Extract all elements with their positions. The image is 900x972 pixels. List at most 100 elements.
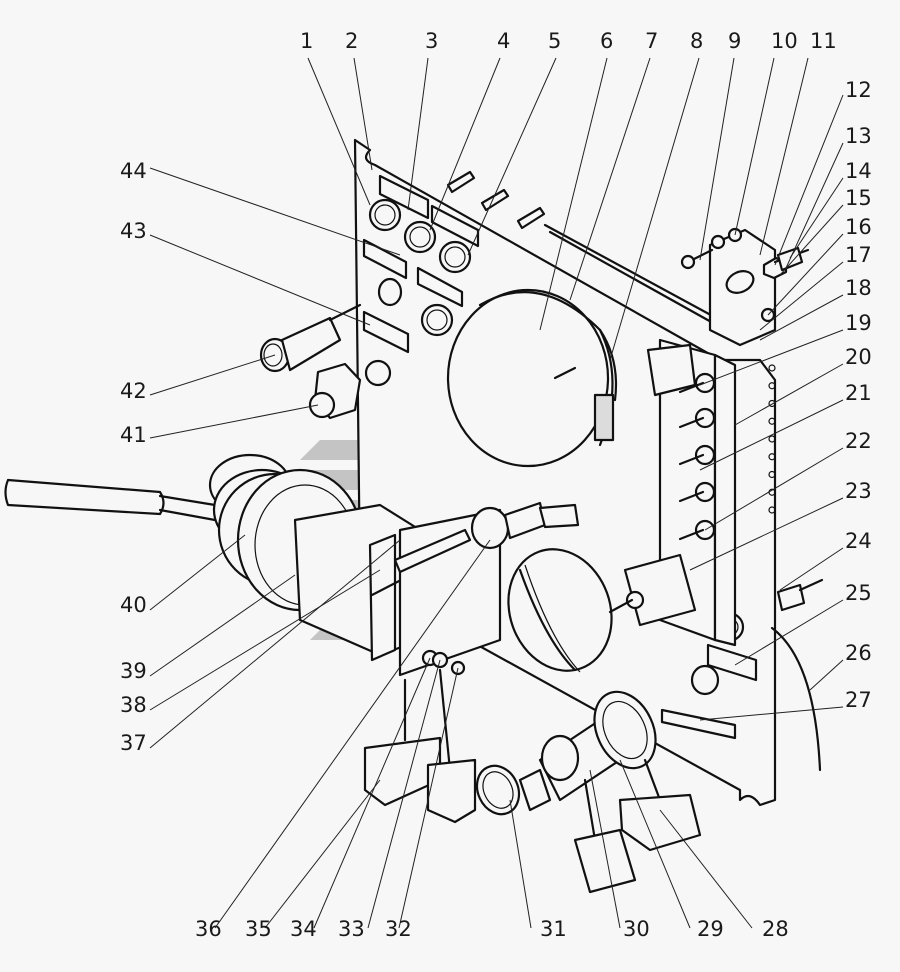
callout-number-22: 22 bbox=[845, 429, 872, 453]
callout-number-31: 31 bbox=[540, 917, 567, 941]
leader-line-42 bbox=[149, 354, 276, 396]
leader-line-25 bbox=[734, 599, 844, 666]
leader-line-6 bbox=[539, 57, 608, 331]
connector-wire bbox=[770, 578, 824, 772]
callout-number-6: 6 bbox=[600, 29, 613, 53]
leader-line-34 bbox=[313, 657, 431, 929]
leader-line-17 bbox=[759, 261, 844, 331]
callout-number-3: 3 bbox=[425, 29, 438, 53]
toggle-switch-4 bbox=[694, 481, 716, 503]
callout-number-36: 36 bbox=[195, 917, 222, 941]
leader-line-18 bbox=[759, 294, 844, 341]
leader-line-35 bbox=[264, 779, 381, 929]
callout-number-13: 13 bbox=[845, 124, 872, 148]
leader-line-8 bbox=[609, 57, 700, 361]
callout-number-28: 28 bbox=[762, 917, 789, 941]
leader-line-12 bbox=[774, 94, 844, 266]
callout-number-18: 18 bbox=[845, 276, 872, 300]
lens bbox=[507, 548, 613, 673]
central-rod bbox=[393, 501, 580, 677]
leader-line-11 bbox=[759, 57, 809, 256]
terminal-pin bbox=[768, 399, 776, 408]
callout-number-43: 43 bbox=[120, 219, 147, 243]
callout-number-1: 1 bbox=[300, 29, 313, 53]
callout-number-27: 27 bbox=[845, 688, 872, 712]
leader-line-3 bbox=[407, 57, 429, 211]
callout-number-37: 37 bbox=[120, 731, 147, 755]
toggle-stem-4 bbox=[678, 490, 705, 503]
leader-line-29 bbox=[619, 759, 691, 929]
leader-line-27 bbox=[699, 706, 844, 721]
callout-number-42: 42 bbox=[120, 379, 147, 403]
leader-line-32 bbox=[398, 667, 459, 929]
leader-line-15 bbox=[779, 204, 844, 276]
terminal-pin bbox=[768, 382, 776, 390]
callout-number-11: 11 bbox=[810, 29, 837, 53]
callout-number-40: 40 bbox=[120, 593, 147, 617]
callout-number-20: 20 bbox=[845, 345, 872, 369]
callout-number-14: 14 bbox=[845, 159, 872, 183]
callout-number-34: 34 bbox=[290, 917, 317, 941]
leader-line-21 bbox=[699, 399, 844, 471]
leader-line-19 bbox=[699, 329, 844, 386]
top-bracket bbox=[680, 227, 810, 347]
leader-line-24 bbox=[779, 547, 844, 591]
callout-number-39: 39 bbox=[120, 659, 147, 683]
callout-number-19: 19 bbox=[845, 311, 872, 335]
leader-lines bbox=[149, 57, 844, 929]
leader-line-41 bbox=[149, 404, 319, 439]
callout-number-12: 12 bbox=[845, 78, 872, 102]
bottom-components bbox=[363, 649, 702, 894]
lamp-sockets bbox=[259, 303, 392, 420]
leader-line-36 bbox=[214, 539, 491, 929]
terminal-pin bbox=[768, 506, 776, 514]
callout-number-24: 24 bbox=[845, 529, 872, 553]
leader-line-16 bbox=[767, 233, 844, 316]
terminal-pin bbox=[768, 435, 776, 443]
callout-number-25: 25 bbox=[845, 581, 872, 605]
callout-number-5: 5 bbox=[548, 29, 561, 53]
callout-number-29: 29 bbox=[697, 917, 724, 941]
lever-boot bbox=[4, 453, 437, 662]
leader-line-7 bbox=[569, 57, 651, 301]
leader-line-5 bbox=[467, 57, 557, 256]
leader-line-22 bbox=[704, 447, 844, 531]
terminal-pin bbox=[768, 364, 776, 372]
panel-plate bbox=[353, 138, 777, 807]
callout-number-41: 41 bbox=[120, 423, 147, 447]
callout-number-38: 38 bbox=[120, 693, 147, 717]
terminal-pin bbox=[768, 417, 776, 425]
terminal-tabs bbox=[446, 170, 546, 230]
callout-number-30: 30 bbox=[623, 917, 650, 941]
toggle-stem-3 bbox=[678, 453, 705, 466]
leader-line-28 bbox=[659, 809, 753, 929]
callout-number-9: 9 bbox=[728, 29, 741, 53]
leader-line-1 bbox=[307, 57, 371, 206]
leader-line-43 bbox=[149, 234, 371, 326]
callout-number-21: 21 bbox=[845, 381, 872, 405]
callout-number-26: 26 bbox=[845, 641, 872, 665]
toggle-stem-2 bbox=[678, 416, 705, 429]
leader-line-39 bbox=[149, 574, 296, 677]
leader-line-23 bbox=[689, 497, 844, 571]
callout-number-23: 23 bbox=[845, 479, 872, 503]
leader-line-20 bbox=[734, 363, 844, 426]
leader-line-38 bbox=[149, 569, 381, 711]
leader-line-44 bbox=[149, 167, 401, 256]
callout-number-16: 16 bbox=[845, 215, 872, 239]
leader-line-10 bbox=[734, 57, 775, 236]
terminal-pin bbox=[768, 453, 776, 461]
toggle-stem-1 bbox=[678, 381, 705, 394]
callout-number-7: 7 bbox=[645, 29, 658, 53]
callout-number-10: 10 bbox=[771, 29, 798, 53]
callout-number-4: 4 bbox=[497, 29, 510, 53]
callout-number-35: 35 bbox=[245, 917, 272, 941]
callout-number-32: 32 bbox=[385, 917, 412, 941]
callout-number-8: 8 bbox=[690, 29, 703, 53]
terminal-pin bbox=[768, 470, 776, 479]
callout-number-17: 17 bbox=[845, 243, 872, 267]
leader-line-33 bbox=[367, 659, 441, 929]
callout-number-15: 15 bbox=[845, 186, 872, 210]
toggle-switch-3 bbox=[694, 444, 716, 466]
